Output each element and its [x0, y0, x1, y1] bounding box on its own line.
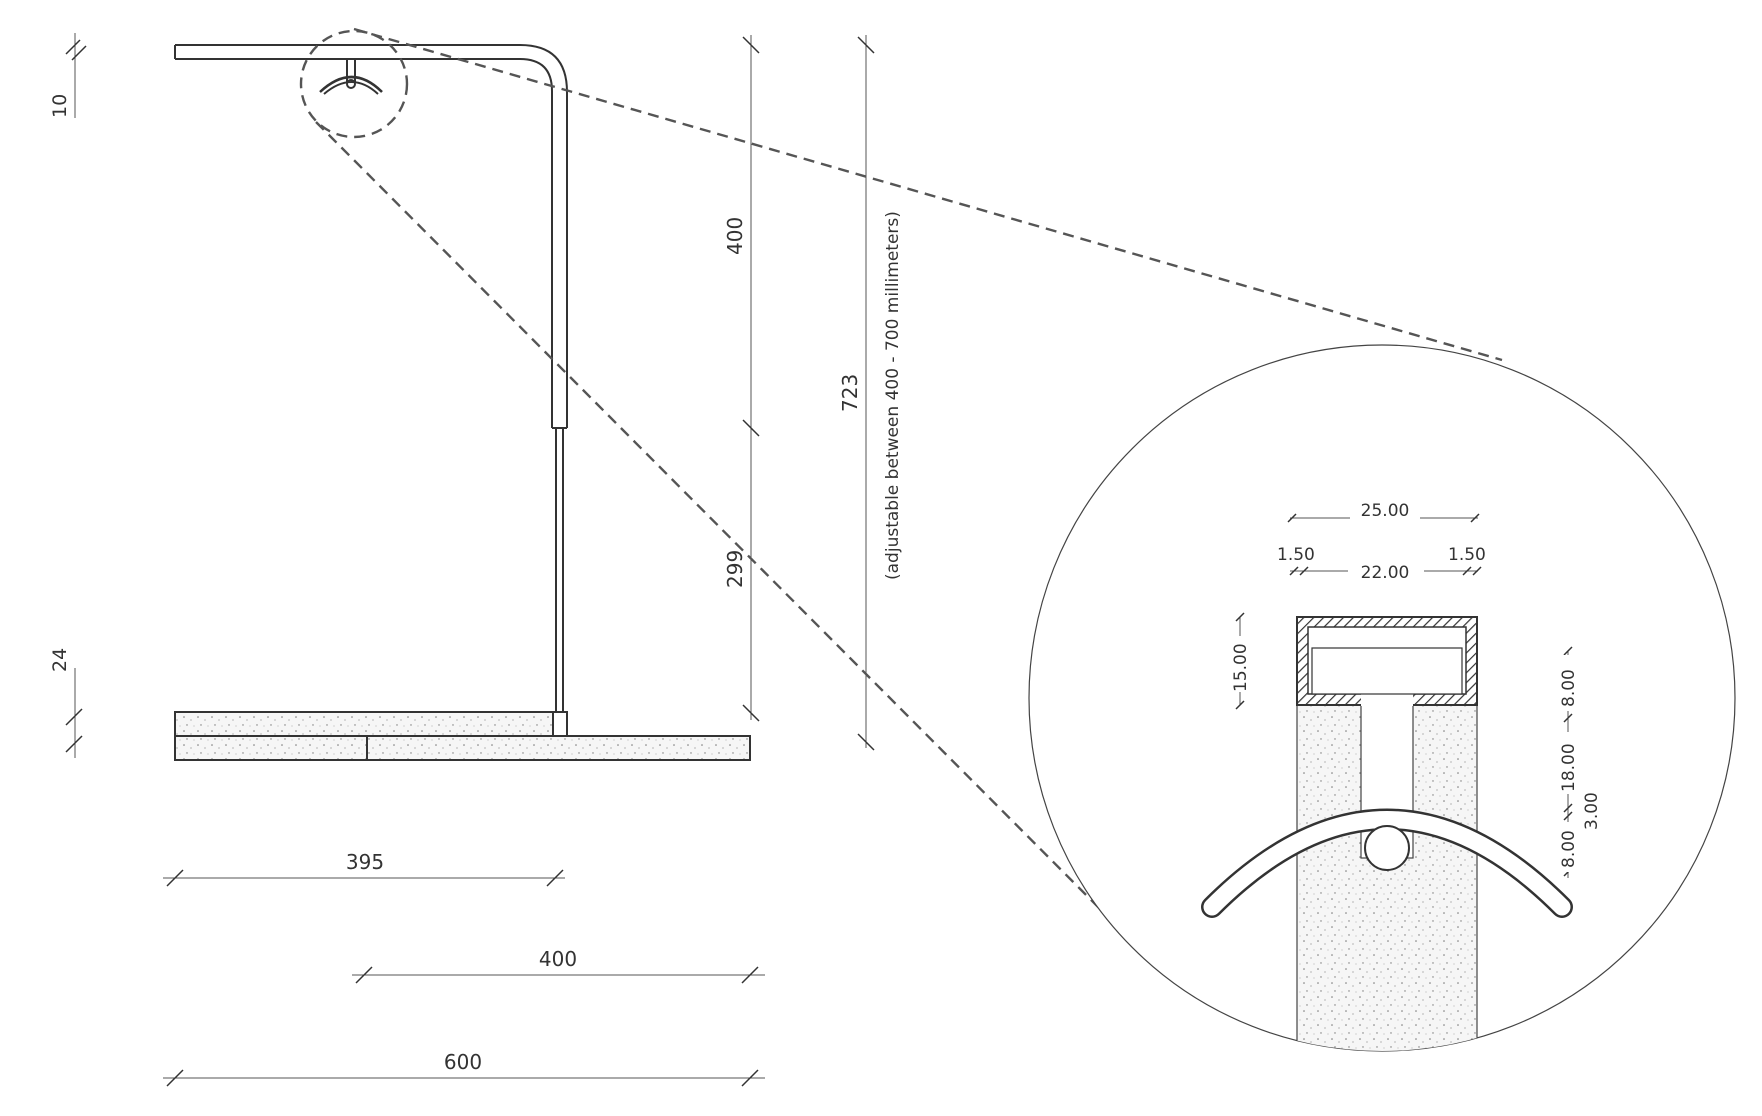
arm-inner-edge: [175, 58, 553, 428]
det-label-bg: [1348, 560, 1424, 580]
hook-arc-inner: [323, 81, 379, 95]
adjustable-note: (adjustable between 400 - 700 millimeter…: [883, 211, 903, 580]
dim-total-height: 723: [838, 374, 862, 412]
dim-total-width: 600: [444, 1050, 482, 1074]
dim-tick: [857, 733, 875, 751]
det-label-bg: [1230, 636, 1250, 692]
det-label-bg: [1558, 732, 1578, 794]
callout-circle: [299, 29, 409, 139]
detail-profile-opening: [1361, 694, 1413, 706]
det-tick: [1289, 566, 1299, 576]
dim-base-thickness: 24: [49, 648, 71, 672]
det-outer-width: 25.00: [1361, 501, 1410, 521]
detail-hanger-inner: [1203, 811, 1571, 916]
dim-tick: [355, 966, 373, 984]
det-tick: [1563, 646, 1573, 656]
dim-upper-height: 400: [723, 217, 747, 255]
det-tick: [1563, 713, 1573, 723]
det-tick: [1563, 811, 1573, 821]
det-tick: [1235, 700, 1245, 710]
connector-bottom: [315, 121, 1134, 943]
det-top-gap: 8.00: [1559, 669, 1579, 707]
dim-tick: [71, 45, 87, 61]
det-tick: [1563, 803, 1573, 813]
dim-tick: [741, 966, 759, 984]
arm-outer-edge: [175, 44, 568, 428]
detail-view: 25.00 1.50 22.00 1.50 15.00 8.00 18.00 8…: [1028, 344, 1736, 1052]
dim-tick: [742, 704, 760, 722]
dim-arm-width: 395: [346, 850, 384, 874]
dim-tick: [65, 735, 83, 753]
hook-arc: [319, 75, 383, 93]
det-wall-right: 1.50: [1448, 545, 1486, 565]
detail-rod: [1364, 825, 1410, 871]
det-tick: [1470, 513, 1480, 523]
dimensions: 10 24 400 299 723 (adjustable between 40…: [49, 33, 903, 1087]
dim-tick: [166, 1069, 184, 1087]
dim-tick: [65, 708, 83, 726]
base-bottom-right: [366, 735, 751, 761]
connector-top: [353, 27, 1503, 362]
det-label-bg: [1558, 655, 1578, 711]
det-slot-height: 18.00: [1559, 743, 1579, 792]
det-tick: [1299, 566, 1309, 576]
elevation-view: [174, 44, 751, 761]
dim-tick: [741, 1069, 759, 1087]
dim-tick: [742, 36, 760, 54]
dim-tick: [166, 869, 184, 887]
det-tick: [1462, 566, 1472, 576]
dim-lower-height: 299: [723, 550, 747, 588]
det-rod-size: 3.00: [1582, 792, 1602, 830]
det-profile-height: 15.00: [1231, 643, 1251, 692]
det-bottom-gap: 8.00: [1559, 830, 1579, 868]
det-inner-width: 22.00: [1361, 563, 1410, 583]
dim-tick: [857, 36, 875, 54]
det-label-bg: [1558, 822, 1578, 872]
dim-tick: [742, 419, 760, 437]
dim-base-right-width: 400: [539, 947, 577, 971]
det-tick: [1235, 612, 1245, 622]
base-bottom-left: [174, 735, 368, 761]
det-tick: [1287, 513, 1297, 523]
detail-callout: [299, 27, 1503, 943]
base-collar: [552, 711, 568, 737]
base-top-plate: [174, 711, 554, 737]
hook-pin: [346, 79, 356, 89]
dim-tick: [546, 869, 564, 887]
det-wall-left: 1.50: [1277, 545, 1315, 565]
det-tick: [1472, 566, 1482, 576]
detail-insert: [1311, 647, 1463, 695]
dim-tick: [65, 39, 81, 55]
dim-top-thickness: 10: [49, 94, 71, 118]
